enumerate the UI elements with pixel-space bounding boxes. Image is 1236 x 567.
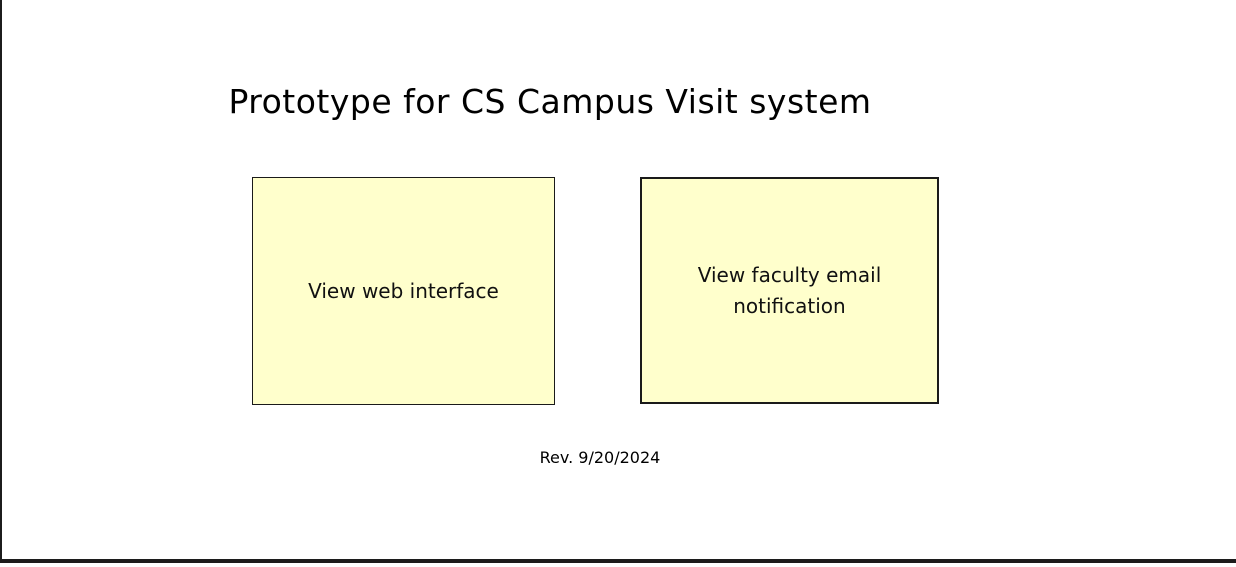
view-faculty-email-notification-label: View faculty email notification (697, 262, 882, 318)
page-title: Prototype for CS Campus Visit system (228, 82, 872, 121)
view-faculty-email-notification-box[interactable]: View faculty email notification (640, 177, 939, 404)
revision-date: Rev. 9/20/2024 (539, 448, 661, 467)
window-frame-left-edge (0, 0, 2, 563)
view-web-interface-label: View web interface (308, 278, 499, 303)
window-frame-bottom-edge (0, 559, 1236, 563)
view-web-interface-box[interactable]: View web interface (252, 177, 555, 405)
